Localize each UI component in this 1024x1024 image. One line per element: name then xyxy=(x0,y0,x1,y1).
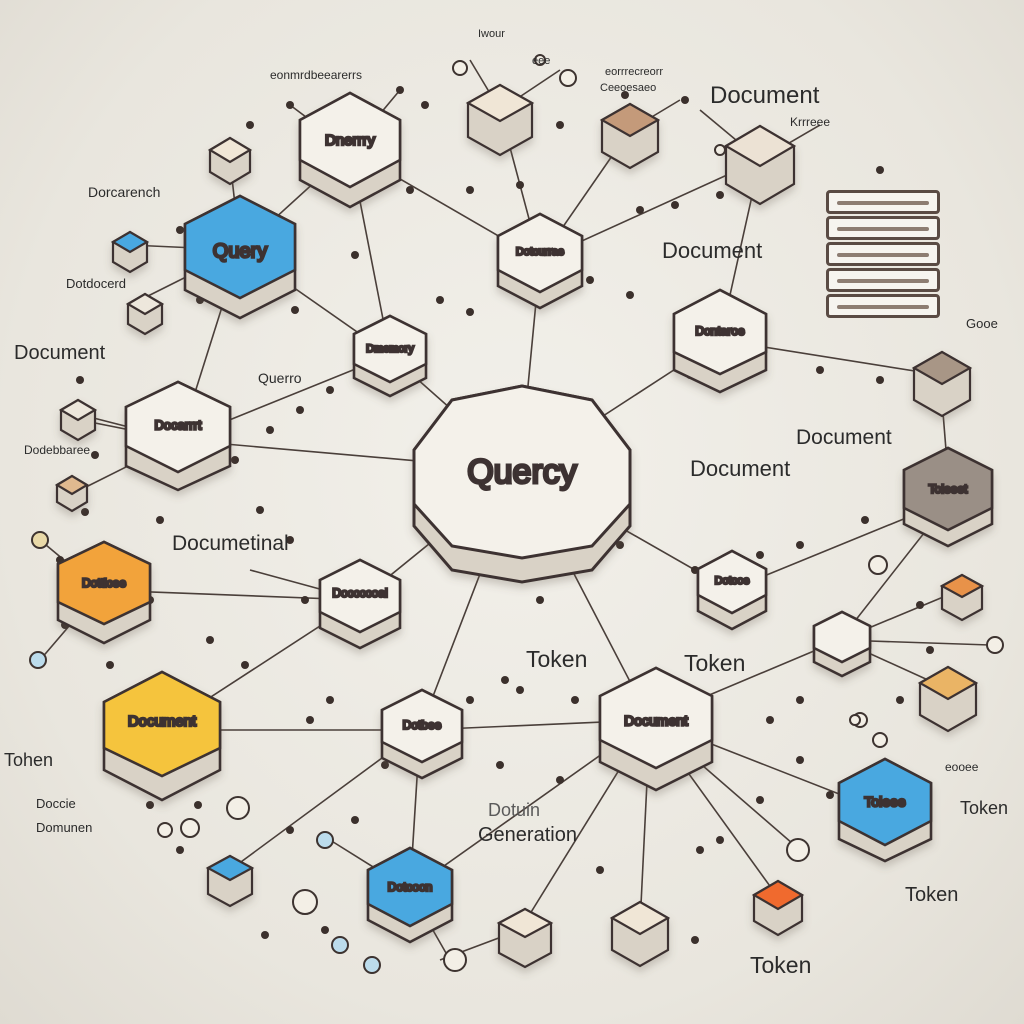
node-label: Query xyxy=(213,240,267,262)
label-document-top-right: Document xyxy=(710,82,820,109)
small-cube xyxy=(751,879,805,937)
label-documetinal: Documetinal xyxy=(172,532,289,555)
small-cube xyxy=(58,398,98,442)
hex-node-dnerrry: Dnerrry xyxy=(298,91,402,209)
document-stack-icon xyxy=(826,186,944,326)
small-cube xyxy=(54,474,90,513)
node-label: Doccccoal xyxy=(332,586,387,600)
hex-node-doccccoal: Doccccoal xyxy=(318,558,402,650)
label-small: Ceeoesaeo xyxy=(600,82,657,94)
node-label: Toieee xyxy=(864,794,905,810)
label-domunen: Domunen xyxy=(36,820,93,835)
small-cube xyxy=(125,292,165,336)
label-small: Gooe xyxy=(966,316,998,331)
label-doccie: Doccie xyxy=(36,796,76,811)
node-label: Dontaroe xyxy=(695,324,745,338)
node-label: Dmemory xyxy=(366,343,414,355)
hex-node-dotbee: Dotbee xyxy=(380,688,464,780)
node-label: Dotticee xyxy=(82,576,126,590)
small-cube xyxy=(917,665,979,733)
hexagon-nodes: Dnerrry Query Dmemory Docarrrt Dotticee … xyxy=(56,91,994,944)
hex-node-dotcoe: Dotcoe xyxy=(696,549,768,631)
small-cube xyxy=(609,900,671,968)
hex-node-dmemory: Dmemory xyxy=(352,314,428,398)
label-document-mid-right: Document xyxy=(662,238,763,263)
center-node-label: Quercy xyxy=(467,453,577,491)
label-dodebbaree: Dodebbaree xyxy=(24,443,91,457)
small-cube xyxy=(599,102,661,170)
hex-node-dotcoon: Dotcoon xyxy=(366,846,454,944)
small-cube xyxy=(723,124,797,206)
small-cubes xyxy=(54,83,985,969)
small-cube xyxy=(465,83,535,157)
label-token: Token xyxy=(960,798,1009,818)
label-document-left: Document xyxy=(14,342,106,364)
node-label: Toleeet xyxy=(929,482,968,496)
label-token: Token xyxy=(526,646,588,672)
label-dorcarench: Dorcarench xyxy=(88,184,161,200)
node-label: Dotbee xyxy=(403,718,442,732)
hex-node-query: Query xyxy=(183,194,297,320)
label-token: Token xyxy=(905,884,959,906)
label-token: Token xyxy=(750,952,812,978)
small-cube xyxy=(911,350,973,418)
label-tohen: Tohen xyxy=(4,750,54,770)
center-node-quercy: Quercy xyxy=(412,384,632,584)
hex-node-small-right xyxy=(812,610,872,678)
label-document-right-1: Document xyxy=(796,426,892,449)
label-dotuin: Dotuin xyxy=(488,800,541,820)
endpoint-circles xyxy=(29,54,1004,974)
node-label: Dotcurrae xyxy=(516,246,564,258)
node-label: Dnerrry xyxy=(325,132,376,149)
small-cube xyxy=(110,230,150,274)
label-querro: Querro xyxy=(258,370,302,386)
label-token: Token xyxy=(684,650,746,676)
small-cube xyxy=(496,907,554,969)
label-generation: Generation xyxy=(478,824,577,846)
hex-node-dontaroe: Dontaroe xyxy=(672,288,768,394)
small-cube xyxy=(207,136,253,186)
hex-node-document-yellow: Document xyxy=(102,670,222,802)
hex-node-dotcurrae: Dotcurrae xyxy=(496,212,584,310)
hex-node-toieee: Toieee xyxy=(837,757,933,863)
label-dotdocerd: Dotdocerd xyxy=(66,276,126,291)
label-small: Krrreee xyxy=(790,115,831,129)
small-cube xyxy=(205,854,255,908)
node-label: Docarrrt xyxy=(155,417,202,432)
label-small: eee xyxy=(532,55,551,67)
small-cube xyxy=(939,573,985,622)
hex-node-dotticee: Dotticee xyxy=(56,540,152,645)
hex-node-document-center-bottom: Document xyxy=(598,666,714,792)
label-small: eorrrecreorr xyxy=(605,66,664,78)
hex-node-docarrrt: Docarrrt xyxy=(124,380,232,492)
node-label: Document xyxy=(128,713,197,730)
node-label: Dotcoe xyxy=(715,575,750,587)
label-small: eooee xyxy=(945,760,979,774)
node-label: Document xyxy=(624,713,688,729)
label-small: eonmrdbeearerrs xyxy=(270,68,363,82)
node-label: Dotcoon xyxy=(388,880,433,894)
label-small: Iwour xyxy=(478,28,505,40)
hex-node-toleeet: Toleeet xyxy=(902,446,994,548)
label-document-right-2: Document xyxy=(690,456,791,481)
